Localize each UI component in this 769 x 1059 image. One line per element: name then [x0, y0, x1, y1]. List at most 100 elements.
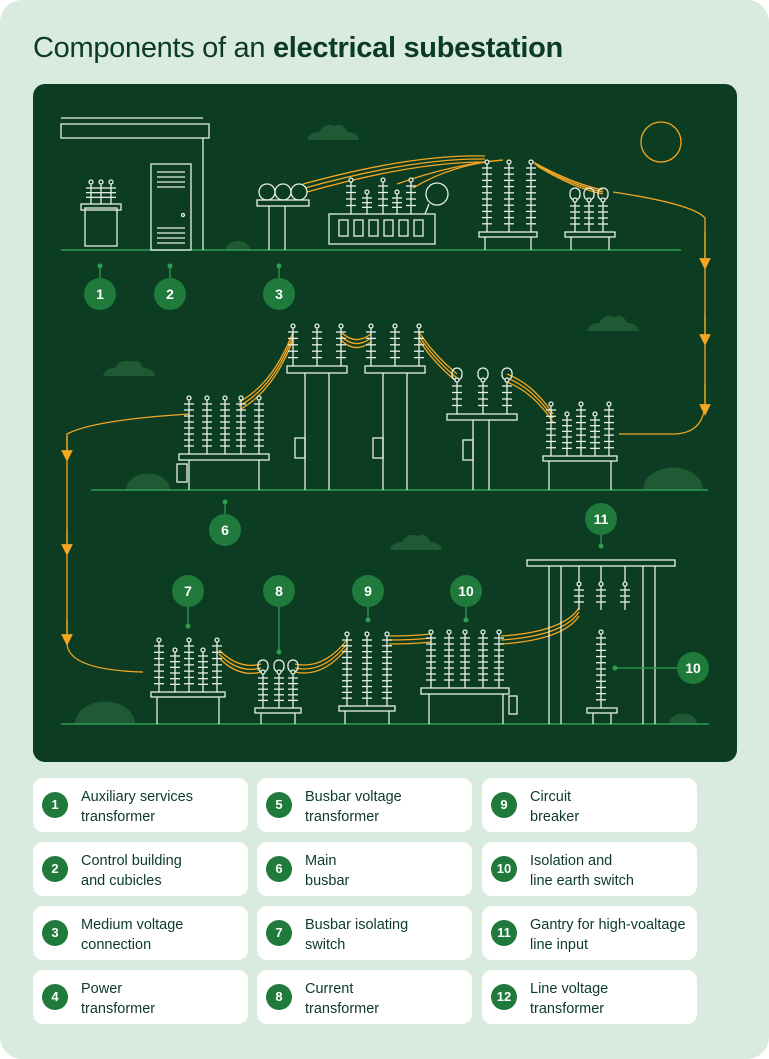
legend-label-line1: Control building — [81, 853, 182, 869]
building-roof — [60, 123, 210, 139]
vt-stand — [478, 231, 538, 238]
cloud — [587, 315, 639, 331]
ct-insulator — [276, 669, 282, 675]
transformer-fin — [383, 219, 394, 237]
vt-insulator — [484, 159, 490, 165]
ct-insulator — [600, 197, 606, 203]
mv-insulator-head — [258, 183, 276, 201]
leader-dot — [167, 263, 173, 269]
legend-label-line2: line input — [530, 937, 589, 953]
line-vt-stand — [586, 707, 618, 714]
callout-badge — [209, 514, 241, 546]
leader-dot — [185, 623, 191, 629]
gantry-insulator — [392, 323, 398, 329]
row2-wire — [238, 331, 294, 403]
busbar-isolator-insulator — [186, 637, 192, 643]
hanging-insulator — [598, 581, 604, 587]
vt-insulator — [528, 159, 534, 165]
leader-dot — [612, 665, 618, 671]
callout-badge — [263, 278, 295, 310]
cloud — [103, 360, 155, 376]
row3-wire — [500, 615, 580, 645]
row2-wire — [340, 331, 372, 341]
ct-stand — [564, 231, 616, 238]
hanging-insulator — [622, 581, 628, 587]
power-transformer-tank — [328, 213, 436, 245]
legend-label-line2: transformer — [530, 1001, 605, 1017]
breaker-insulator — [344, 631, 350, 637]
row3-wire — [500, 607, 580, 637]
busbar-vt-insulator — [204, 395, 210, 401]
leader-dot — [463, 617, 469, 623]
conservator-tank — [425, 182, 449, 206]
line-wire — [534, 163, 604, 193]
hill — [643, 467, 703, 490]
callout-badge-label: 2 — [166, 286, 174, 302]
earth-switch-table — [420, 687, 510, 695]
ct-table — [446, 413, 518, 421]
earth-switch-insulator — [462, 629, 468, 635]
isolator-insulator — [606, 401, 612, 407]
power-bushing — [394, 189, 400, 195]
mv-crossarm — [256, 199, 310, 207]
callout-badge — [263, 575, 295, 607]
busbar-vt-insulator — [186, 395, 192, 401]
isolator-insulator — [592, 411, 598, 417]
row3-wire — [388, 633, 432, 637]
row3-wire — [218, 649, 262, 667]
gantry-box — [462, 439, 474, 461]
breaker-insulator — [364, 631, 370, 637]
legend-label-line1: Auxiliary services — [81, 789, 193, 805]
callout-badge-label: 8 — [275, 583, 283, 599]
leader-dot — [97, 263, 103, 269]
legend-label-line2: breaker — [530, 809, 580, 825]
legend-label-line2: switch — [305, 937, 346, 953]
callout-badge-label: 6 — [221, 522, 229, 538]
busbar-isolator-insulator — [156, 637, 162, 643]
cloud — [307, 124, 359, 140]
busbar-vt-insulator — [238, 395, 244, 401]
mv-wire — [304, 158, 486, 189]
callout-badge-label: 9 — [364, 583, 372, 599]
ct-insulator — [290, 669, 296, 675]
ct-insulator — [454, 377, 460, 383]
title-prefix: Components of an — [33, 32, 273, 64]
gantry-box — [294, 437, 306, 459]
equipment — [60, 117, 676, 724]
row3-wire — [294, 639, 348, 666]
legend-label-line1: Medium voltage — [81, 917, 184, 933]
legend-number: 6 — [266, 856, 292, 882]
flow-path-2 — [66, 413, 190, 673]
ct-insulator — [260, 669, 266, 675]
callout-badge-label: 10 — [685, 660, 701, 676]
row3-wire — [388, 641, 432, 645]
power-bushing — [408, 177, 414, 183]
legend-label-line2: transformer — [305, 809, 380, 825]
hill — [669, 713, 697, 724]
ct-insulator — [572, 197, 578, 203]
busbar-vt-insulator — [256, 395, 262, 401]
line-wire — [532, 161, 604, 191]
leader-dot — [598, 543, 604, 549]
ct-insulator — [480, 377, 486, 383]
callout-badge-label: 11 — [594, 511, 609, 527]
legend-label-line1: Isolation and — [530, 853, 613, 869]
ct-insulator — [586, 197, 592, 203]
legend-label-line2: transformer — [81, 1001, 156, 1017]
hill — [226, 241, 250, 250]
gantry-insulator — [314, 323, 320, 329]
sun-icon — [640, 121, 682, 163]
isolator-insulator — [564, 411, 570, 417]
flow-path-1 — [612, 191, 706, 435]
busbar-isolator-insulator — [172, 647, 178, 653]
